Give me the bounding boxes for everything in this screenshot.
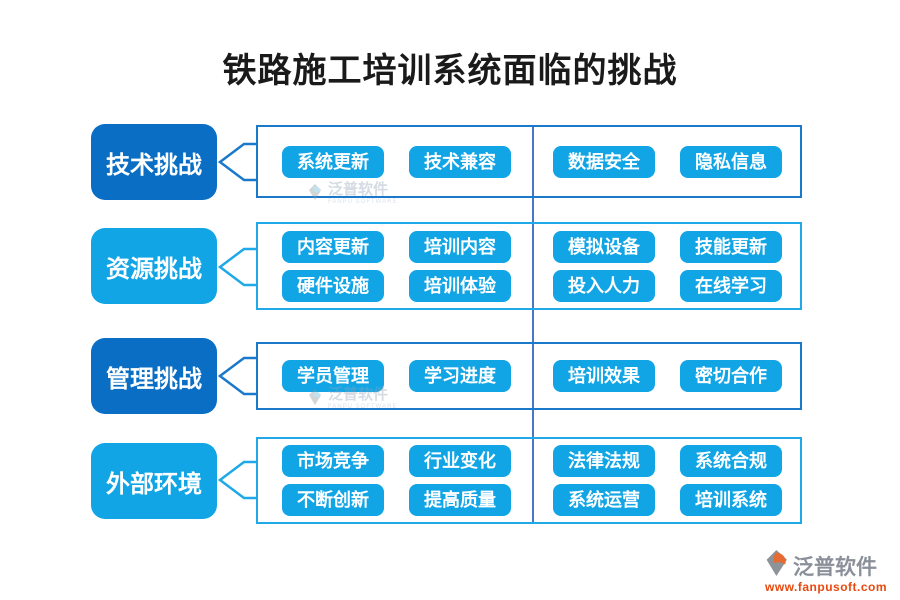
arrow-left-icon [217,142,258,182]
items-column-left: 内容更新 培训内容 硬件设施 培训体验 [258,224,535,308]
item-button[interactable]: 模拟设备 [553,230,655,263]
item-button[interactable]: 不断创新 [282,484,384,516]
items-panel-tech: 系统更新 技术兼容 数据安全 隐私信息 [256,125,802,198]
items-column-right: 模拟设备 技能更新 投入人力 在线学习 [535,224,800,308]
item-button[interactable]: 系统运营 [553,484,655,516]
items-column-right: 法律法规 系统合规 系统运营 培训系统 [535,439,800,522]
footer-watermark: 泛普软件 www.fanpusoft.com [765,548,895,594]
item-button[interactable]: 学习进度 [409,360,511,392]
item-button[interactable]: 法律法规 [553,445,655,477]
item-button[interactable]: 投入人力 [553,269,655,302]
item-button[interactable]: 技能更新 [680,230,782,263]
item-button[interactable]: 技术兼容 [409,145,511,178]
items-panel-resource: 内容更新 培训内容 硬件设施 培训体验 模拟设备 技能更新 投入人力 在线学习 [256,222,802,310]
watermark-brand: 泛普软件 [793,555,877,579]
arrow-left-icon [217,247,258,287]
items-column-left: 系统更新 技术兼容 [258,127,535,196]
item-button[interactable]: 培训体验 [409,269,511,302]
item-button[interactable]: 系统更新 [282,145,384,178]
items-column-left: 市场竞争 行业变化 不断创新 提高质量 [258,439,535,522]
items-panel-external: 市场竞争 行业变化 不断创新 提高质量 法律法规 系统合规 系统运营 培训系统 [256,437,802,524]
item-button[interactable]: 培训内容 [409,230,511,263]
category-label-resource[interactable]: 资源挑战 [91,228,217,304]
category-label-management[interactable]: 管理挑战 [91,338,217,414]
item-button[interactable]: 提高质量 [409,484,511,516]
fanpu-logo-icon [766,550,787,576]
item-button[interactable]: 内容更新 [282,230,384,263]
column-divider-line [532,125,534,524]
items-column-right: 数据安全 隐私信息 [535,127,800,196]
item-button[interactable]: 培训系统 [680,484,782,516]
items-column-left: 学员管理 学习进度 [258,344,535,408]
items-panel-management: 学员管理 学习进度 培训效果 密切合作 [256,342,802,410]
item-button[interactable]: 行业变化 [409,445,511,477]
item-button[interactable]: 系统合规 [680,445,782,477]
item-button[interactable]: 密切合作 [680,360,782,392]
item-button[interactable]: 在线学习 [680,269,782,302]
category-label-tech[interactable]: 技术挑战 [91,124,217,200]
items-column-right: 培训效果 密切合作 [535,344,800,408]
category-label-external[interactable]: 外部环境 [91,443,217,519]
arrow-left-icon [217,356,258,396]
item-button[interactable]: 硬件设施 [282,269,384,302]
item-button[interactable]: 隐私信息 [680,145,782,178]
watermark-url[interactable]: www.fanpusoft.com [765,580,888,594]
item-button[interactable]: 市场竞争 [282,445,384,477]
arrow-left-icon [217,460,258,500]
item-button[interactable]: 学员管理 [282,360,384,392]
page-title: 铁路施工培训系统面临的挑战 [222,52,678,90]
item-button[interactable]: 培训效果 [553,360,655,392]
watermark-brand-sub: FANPU SOFTWARE [328,199,398,205]
item-button[interactable]: 数据安全 [553,145,655,178]
